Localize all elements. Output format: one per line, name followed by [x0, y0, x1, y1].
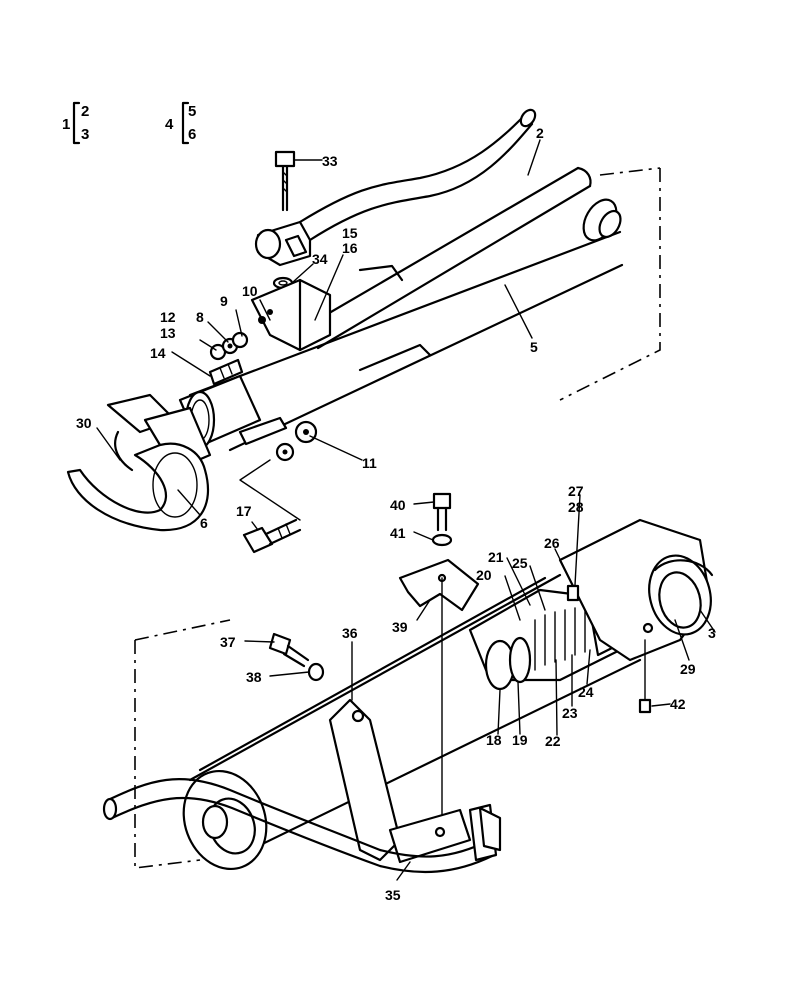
callout-13: 13 [160, 325, 176, 341]
thread-section [534, 605, 586, 671]
callout-12: 12 [160, 309, 176, 325]
callout-22: 22 [545, 733, 561, 749]
callout-labels: 33 2 15 16 34 5 10 9 8 12 13 14 11 30 6 … [76, 125, 716, 903]
callout-34: 34 [312, 251, 328, 267]
callout-33: 33 [322, 153, 338, 169]
callout-6: 6 [200, 515, 208, 531]
callout-40: 40 [390, 497, 406, 513]
bushing-half-bottom [66, 442, 210, 532]
legend-parent-1: 1 [62, 116, 70, 133]
callout-20: 20 [476, 567, 492, 583]
callout-14: 14 [150, 345, 166, 361]
cylinder-tube-top [188, 573, 562, 782]
callout-16: 16 [342, 240, 358, 256]
callout-23: 23 [562, 705, 578, 721]
callout-11: 11 [362, 455, 377, 471]
callout-8: 8 [196, 309, 204, 325]
callout-26: 26 [544, 535, 560, 551]
callout-24: 24 [578, 684, 594, 700]
legend-child-5: 5 [188, 103, 196, 120]
bolt-33-head [274, 150, 296, 168]
legend-bracket-1 [72, 101, 81, 145]
seal-19 [508, 636, 532, 684]
rod-mount-block [250, 278, 332, 352]
callout-35: 35 [385, 887, 401, 903]
rod-pipe-upper [298, 113, 527, 224]
callout-37: 37 [220, 634, 236, 650]
centerline-lower [134, 640, 201, 869]
callout-3: 3 [708, 625, 716, 641]
callout-18: 18 [486, 732, 502, 748]
leader-lines [96, 139, 716, 881]
callout-41: 41 [390, 525, 406, 541]
bolt-40-head [432, 492, 452, 510]
washer-38 [307, 662, 325, 682]
grease-fitting-27 [566, 584, 580, 602]
centerline-upper [559, 168, 661, 401]
legend-group-2: 4 5 6 [165, 101, 196, 145]
nut-9 [231, 331, 249, 349]
callout-30: 30 [76, 415, 92, 431]
callout-42: 42 [670, 696, 686, 712]
legend-child-2: 2 [81, 103, 89, 120]
callout-5: 5 [530, 339, 538, 355]
pipe-35 [106, 778, 492, 858]
callout-28: 28 [568, 499, 584, 515]
bolt-37-head [268, 632, 292, 656]
legend-group-1: 1 2 3 [62, 101, 89, 145]
callout-15: 15 [342, 225, 358, 241]
washer-41 [431, 533, 453, 547]
legend-child-6: 6 [188, 126, 196, 143]
legend-parent-4: 4 [165, 116, 174, 133]
callout-25: 25 [512, 555, 528, 571]
callout-10: 10 [242, 283, 258, 299]
callout-39: 39 [392, 619, 408, 635]
legend-child-3: 3 [81, 126, 89, 143]
callout-2: 2 [536, 125, 544, 141]
callout-29: 29 [680, 661, 696, 677]
callout-17: 17 [236, 503, 252, 519]
legend-bracket-2 [181, 101, 190, 145]
callout-19: 19 [512, 732, 528, 748]
callout-9: 9 [220, 293, 228, 309]
bracket-36 [328, 698, 402, 862]
callout-21: 21 [488, 549, 504, 565]
saddle-39 [398, 558, 480, 612]
callout-36: 36 [342, 625, 358, 641]
callout-27: 27 [568, 483, 584, 499]
grease-fitting-42 [638, 698, 652, 714]
bolt-17-head [242, 526, 274, 554]
upper-rod-assembly [66, 108, 624, 554]
callout-38: 38 [246, 669, 262, 685]
lower-cylinder-assembly [102, 492, 714, 874]
